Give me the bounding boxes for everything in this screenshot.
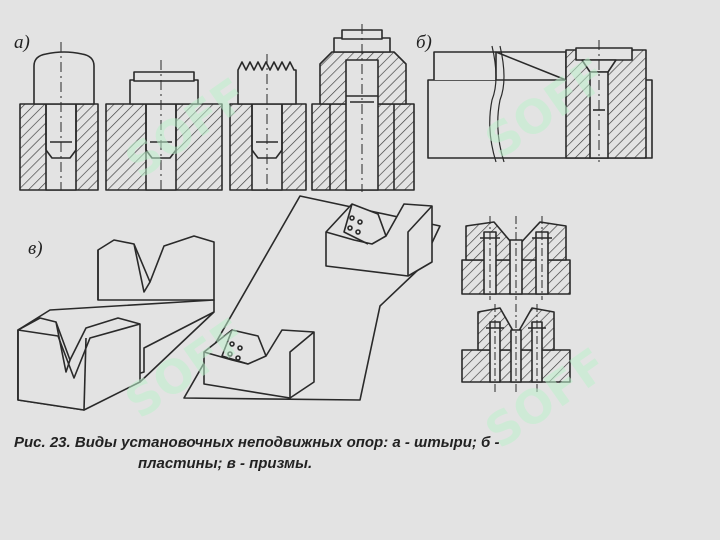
label-b: б)	[416, 32, 432, 53]
large-double-prism	[17, 235, 215, 411]
label-a: а)	[14, 32, 30, 53]
pin-spherical-head	[19, 42, 99, 191]
figure-caption: Рис. 23. Виды установочных неподвижных о…	[14, 432, 704, 474]
plate-section	[427, 40, 653, 163]
small-prism-upper	[325, 203, 433, 277]
caption-line-1: Рис. 23. Виды установочных неподвижных о…	[14, 434, 500, 451]
pin-serrated-head	[229, 54, 307, 191]
prism-section-lower	[461, 304, 571, 392]
caption-line-2: пластины; в - призмы.	[138, 455, 313, 472]
pin-with-bushing	[311, 24, 415, 192]
prism-section-upper	[461, 216, 571, 300]
small-prism-lower	[203, 329, 315, 399]
pin-flat-head	[105, 60, 223, 191]
label-v: в)	[28, 238, 43, 259]
